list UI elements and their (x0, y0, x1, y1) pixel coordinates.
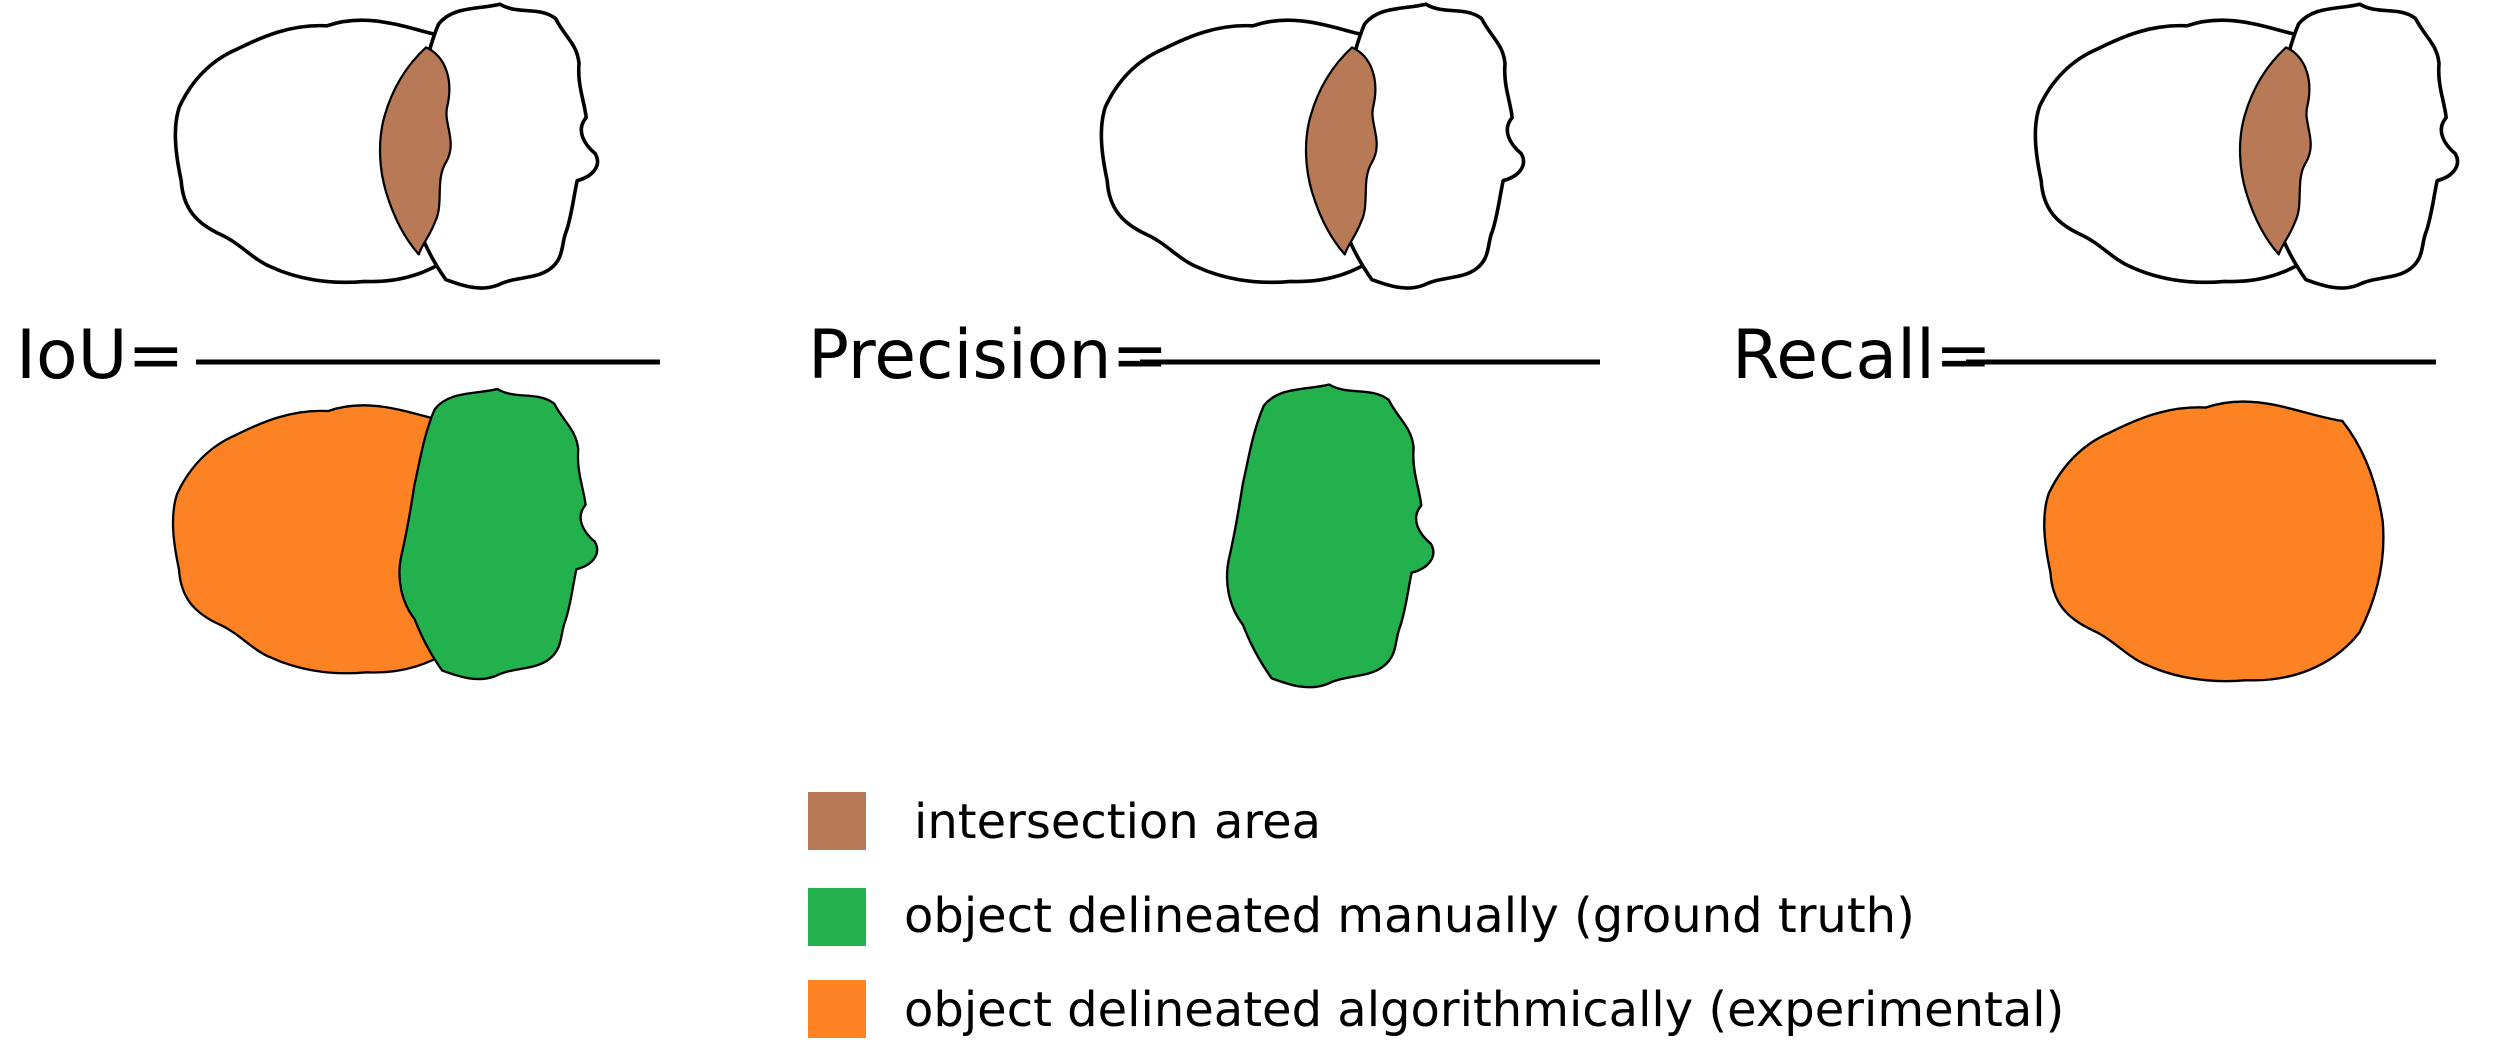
legend-label-experimental: object delineated algorithmically (exper… (904, 982, 2064, 1038)
legend-label-ground-truth: object delineated manually (ground truth… (904, 888, 1915, 944)
recall-panel: Recall= (1732, 4, 2457, 683)
precision-label: Precision= (808, 316, 1168, 395)
precision-panel: Precision= (808, 4, 1600, 689)
precision-numerator-outline (1101, 4, 1523, 288)
recall-numerator-outline (2035, 4, 2457, 288)
iou-numerator-outline (175, 4, 597, 288)
iou-union-shape (171, 387, 599, 681)
legend-item-intersection: intersection area (808, 792, 1321, 850)
precision-ground-truth-shape (1225, 383, 1435, 689)
legend-label-intersection: intersection area (914, 794, 1321, 850)
recall-label: Recall= (1732, 316, 1992, 395)
legend-item-ground-truth: object delineated manually (ground truth… (808, 888, 1915, 946)
recall-experimental-shape (2043, 400, 2385, 683)
legend-swatch-ground-truth (808, 888, 866, 946)
legend-item-experimental: object delineated algorithmically (exper… (808, 980, 2064, 1038)
iou-panel: IoU= (16, 4, 660, 681)
legend: intersection area object delineated manu… (808, 792, 2064, 1038)
legend-swatch-experimental (808, 980, 866, 1038)
legend-swatch-intersection (808, 792, 866, 850)
iou-label: IoU= (16, 316, 184, 395)
